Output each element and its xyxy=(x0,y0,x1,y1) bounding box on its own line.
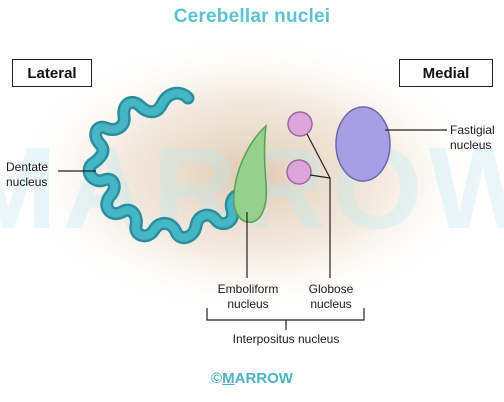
emboliform-label-line1: Emboliform xyxy=(217,282,279,296)
lateral-label: Lateral xyxy=(12,59,92,87)
dentate-label-line2: nucleus xyxy=(6,175,48,189)
interpositus-label: Interpositus nucleus xyxy=(232,332,340,346)
dentate-label: Dentate nucleus xyxy=(6,160,48,190)
fastigial-nucleus-shape xyxy=(335,106,391,182)
emboliform-label-line2: nucleus xyxy=(227,297,269,311)
dentate-label-line1: Dentate xyxy=(6,160,49,174)
globose-nucleus-upper xyxy=(287,111,313,137)
globose-label-line1: Globose xyxy=(308,282,354,296)
medial-label: Medial xyxy=(399,59,493,87)
globose-lower-leader xyxy=(309,174,331,179)
dentate-nucleus-fill xyxy=(85,89,252,242)
diagram-title: Cerebellar nuclei xyxy=(173,6,331,27)
credit-rest: ARROW xyxy=(234,370,293,387)
fastigial-label-line1: Fastigial xyxy=(450,123,495,137)
leader-lines xyxy=(58,129,447,330)
credit-watermark: ©MARROW xyxy=(0,370,504,387)
emboliform-label: Emboliform nucleus xyxy=(208,282,288,312)
fastigial-label: Fastigial nucleus xyxy=(450,123,495,153)
fastigial-label-line2: nucleus xyxy=(450,138,492,152)
emboliform-nucleus-shape xyxy=(233,124,268,223)
globose-label-line2: nucleus xyxy=(310,297,352,311)
copyright-symbol: © xyxy=(211,370,223,387)
globose-label: Globose nucleus xyxy=(296,282,366,312)
globose-nucleus-lower xyxy=(286,159,312,185)
credit-first-letter: M xyxy=(222,370,235,387)
